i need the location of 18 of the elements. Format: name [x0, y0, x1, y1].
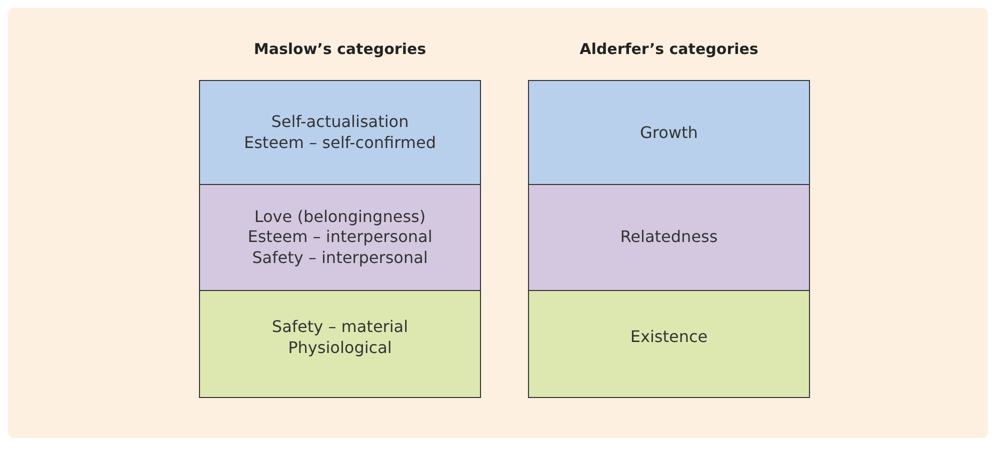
column-heading: Alderfer’s categories [578, 40, 760, 58]
category-text: Safety – material [272, 316, 408, 338]
category-band [528, 290, 810, 398]
category-text: Esteem – self-confirmed [244, 133, 436, 154]
category-text: Self-actualisation [271, 112, 409, 133]
category-text: Physiological [288, 338, 392, 359]
category-text: Existence [630, 327, 708, 348]
category-band [199, 80, 481, 186]
category-text: Growth [640, 122, 698, 144]
category-text: Esteem – interpersonal [248, 227, 432, 248]
category-band [528, 80, 810, 186]
category-band [528, 184, 810, 292]
category-band [199, 184, 481, 292]
category-text: Relatedness [620, 227, 718, 248]
column-heading: Maslow’s categories [252, 40, 428, 58]
category-text: Love (belongingness) [254, 206, 426, 228]
category-text: Safety – interpersonal [252, 248, 428, 269]
category-band [199, 290, 481, 398]
